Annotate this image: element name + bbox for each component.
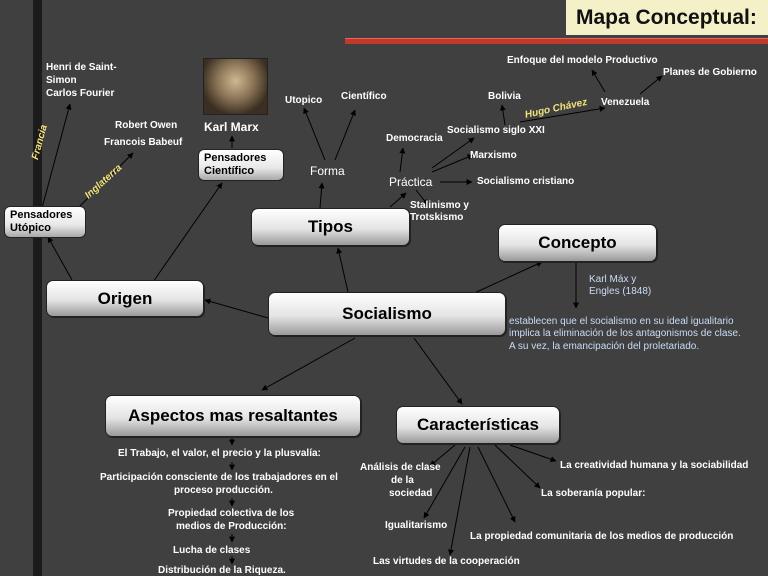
aspecto-distribucion: Distribución de la Riqueza.: [158, 565, 286, 576]
fourier-label: Carlos Fourier: [46, 88, 115, 99]
practica-label: Práctica: [389, 175, 433, 189]
pensadores-cientifico-line1: Pensadores: [204, 152, 267, 164]
tipos-box: Tipos: [251, 208, 410, 246]
concepto-text-line3: A su vez, la emancipación del proletaria…: [509, 341, 700, 352]
caract-analisis-line1: Análisis de clase: [360, 462, 441, 473]
socialismo-label: Socialismo: [342, 304, 432, 323]
saint-simon-line1: Henri de Saint-: [46, 62, 117, 73]
concepto-authors-line1: Karl Máx y: [589, 274, 637, 285]
concepto-authors-line2: Engles (1848): [589, 286, 652, 297]
tipos-label: Tipos: [307, 217, 354, 236]
stalinismo-line2: Trotskismo: [410, 212, 464, 223]
socialismo-box: Socialismo: [268, 292, 506, 336]
marxismo-label: Marxismo: [470, 150, 517, 161]
venezuela-label: Venezuela: [601, 97, 650, 108]
aspectos-label: Aspectos mas resaltantes: [128, 406, 338, 425]
siglo-xxi-label: Socialismo siglo XXI: [447, 125, 545, 136]
bolivia-label: Bolivia: [488, 91, 521, 102]
concepto-text-line2: implica la eliminación de los antagonism…: [509, 328, 741, 339]
aspecto-lucha: Lucha de clases: [173, 545, 251, 556]
aspecto-participacion-line2: proceso producción.: [174, 485, 273, 496]
page-title: Mapa Conceptual:: [566, 0, 768, 35]
pensadores-cientifico-box: Pensadores Científico: [198, 149, 284, 181]
caract-creatividad: La creatividad humana y la sociabilidad: [560, 460, 749, 471]
concepto-box: Concepto: [498, 224, 657, 262]
pensadores-utopico-box: Pensadores Utópico: [4, 206, 86, 238]
cristiano-label: Socialismo cristiano: [477, 176, 575, 187]
concepto-label: Concepto: [538, 233, 617, 252]
caracteristicas-box: Características: [396, 406, 560, 444]
karl-marx-photo: [203, 58, 268, 115]
aspecto-propiedad-line1: Propiedad colectiva de los: [168, 508, 295, 519]
pensadores-utopico-line2: Utópico: [10, 222, 51, 234]
democracia-label: Democracia: [386, 133, 443, 144]
caract-virtudes: Las virtudes de la cooperación: [373, 556, 520, 567]
concepto-text-line1: establecen que el socialismo en su ideal…: [509, 316, 734, 327]
origen-box: Origen: [46, 280, 204, 317]
aspecto-propiedad-line2: medios de Producción:: [176, 521, 287, 532]
marx-label: Karl Marx: [204, 120, 259, 134]
planes-label: Planes de Gobierno: [663, 67, 757, 78]
forma-label: Forma: [310, 164, 345, 178]
pensadores-utopico-line1: Pensadores: [10, 209, 73, 221]
pensadores-cientifico-line2: Científico: [204, 165, 255, 177]
aspecto-trabajo: El Trabajo, el valor, el precio y la plu…: [118, 448, 321, 459]
caract-propiedad: La propiedad comunitaria de los medios d…: [470, 531, 734, 542]
babeuf-label: Francois Babeuf: [104, 137, 183, 148]
left-stripe: [33, 0, 42, 576]
caract-analisis-line2: de la: [391, 475, 414, 486]
enfoque-label: Enfoque del modelo Productivo: [507, 55, 658, 66]
cientifico-label: Científico: [341, 91, 387, 102]
owen-label: Robert Owen: [115, 120, 178, 131]
aspecto-participacion-line1: Participación consciente de los trabajad…: [100, 472, 338, 483]
utopico-label: Utopico: [285, 95, 323, 106]
caract-soberania: La soberanía popular:: [541, 488, 646, 499]
stalinismo-line1: Stalinismo y: [410, 200, 469, 211]
caract-analisis-line3: sociedad: [389, 488, 433, 499]
title-underline: [345, 38, 768, 44]
aspectos-box: Aspectos mas resaltantes: [105, 395, 361, 437]
saint-simon-line2: Simon: [46, 75, 77, 86]
caracteristicas-label: Características: [417, 415, 539, 434]
origen-label: Origen: [97, 288, 153, 308]
caract-igualitarismo: Igualitarismo: [385, 520, 448, 531]
